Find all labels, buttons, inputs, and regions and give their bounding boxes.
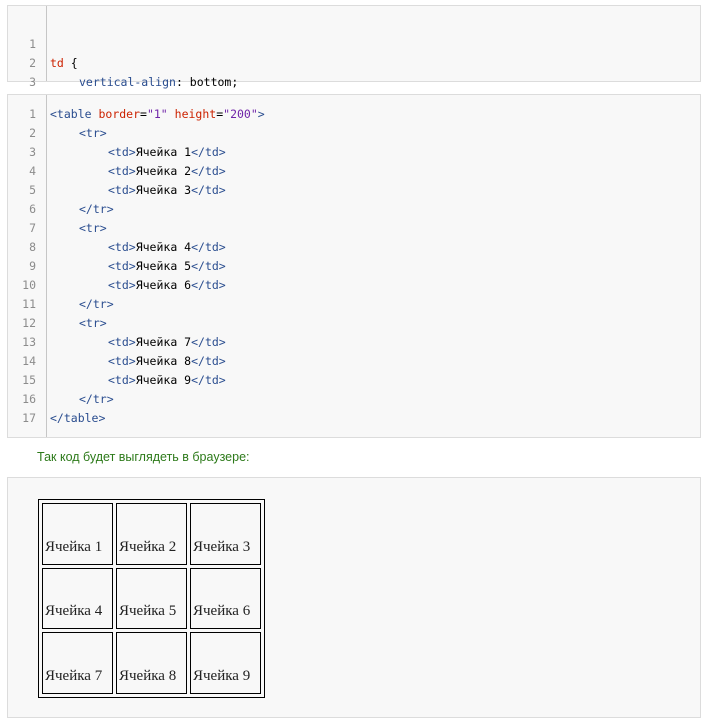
html-attribute: border	[98, 107, 141, 121]
line-number: 12	[22, 316, 36, 330]
html-tag: </tr>	[79, 297, 114, 311]
html-tag: </td>	[191, 240, 226, 254]
html-tag: <td>	[108, 145, 136, 159]
line-number: 13	[22, 335, 36, 349]
css-value: bottom;	[182, 75, 239, 89]
html-tag: </td>	[191, 145, 226, 159]
cell-text: Ячейка 5	[135, 259, 192, 273]
line-number: 3	[29, 75, 36, 89]
line-number: 2	[29, 126, 36, 140]
html-tag: <tr>	[79, 126, 107, 140]
code-line: 1 td {	[8, 16, 78, 70]
html-tag: </td>	[191, 183, 226, 197]
cell-text: Ячейка 3	[135, 183, 192, 197]
html-tag: </td>	[191, 259, 226, 273]
line-number: 16	[22, 392, 36, 406]
css-property: vertical-align	[79, 75, 176, 89]
line-number: 17	[22, 411, 36, 425]
html-tag: </tr>	[79, 392, 114, 406]
html-tag: </tr>	[79, 202, 114, 216]
line-number: 6	[29, 202, 36, 216]
cell-text: Ячейка 8	[135, 354, 192, 368]
cell-text: Ячейка 4	[135, 240, 192, 254]
css-code-block: 1 td { 2 vertical-align: bottom; 3 }	[7, 5, 701, 108]
equals-sign: =	[140, 107, 147, 121]
code-line: 2 vertical-align: bottom;	[8, 35, 238, 89]
html-tag: </table>	[50, 411, 106, 425]
cell-text: Ячейка 1	[135, 145, 192, 159]
table-cell: Ячейка 9	[190, 632, 261, 694]
line-number: 3	[29, 145, 36, 159]
html-code-block: 1<table border="1" height="200">2<tr>3<t…	[7, 94, 701, 438]
html-tag: <tr>	[79, 316, 107, 330]
line-number: 11	[22, 297, 36, 311]
line-number: 1	[29, 37, 36, 51]
line-number: 9	[29, 259, 36, 273]
open-brace: {	[63, 56, 78, 70]
table-cell: Ячейка 6	[190, 567, 261, 630]
html-tag: </td>	[191, 373, 226, 387]
html-tag: </td>	[191, 335, 226, 349]
line-number-gutter	[8, 6, 47, 81]
html-tag: <td>	[108, 164, 136, 178]
html-tag: <td>	[108, 373, 136, 387]
html-tag: </td>	[191, 278, 226, 292]
html-tag: <td>	[108, 183, 136, 197]
html-tag: </td>	[191, 354, 226, 368]
line-number: 8	[29, 240, 36, 254]
html-tag: >	[257, 107, 265, 121]
html-tag: <tr>	[79, 221, 107, 235]
line-number-gutter	[8, 95, 47, 437]
attribute-value: "1"	[146, 107, 175, 121]
html-tag: <td>	[108, 240, 136, 254]
line-number: 10	[22, 278, 36, 292]
html-tag: <table	[50, 107, 99, 121]
cell-text: Ячейка 9	[135, 373, 192, 387]
table-cell: Ячейка 7	[42, 632, 113, 694]
browser-preview-caption: Так код будет выглядеть в браузере:	[37, 450, 250, 464]
line-number: 1	[29, 107, 36, 121]
cell-text: Ячейка 7	[135, 335, 192, 349]
html-attribute: height	[174, 107, 217, 121]
line-number: 4	[29, 164, 36, 178]
line-number: 2	[29, 56, 36, 70]
css-selector: td	[50, 56, 64, 70]
line-number: 14	[22, 354, 36, 368]
line-number: 5	[29, 183, 36, 197]
table-cell: Ячейка 3	[190, 503, 261, 565]
line-number: 7	[29, 221, 36, 235]
html-tag: <td>	[108, 278, 136, 292]
table-cell: Ячейка 4	[42, 567, 113, 630]
cell-text: Ячейка 6	[135, 278, 192, 292]
html-tag: <td>	[108, 259, 136, 273]
table-cell: Ячейка 2	[116, 503, 187, 565]
line-number: 15	[22, 373, 36, 387]
table-cell: Ячейка 1	[42, 503, 113, 565]
html-tag: </td>	[191, 164, 226, 178]
attribute-value: "200"	[223, 107, 258, 121]
html-tag: <td>	[108, 354, 136, 368]
html-tag: <td>	[108, 335, 136, 349]
equals-sign: =	[216, 107, 224, 121]
table-cell: Ячейка 8	[116, 632, 187, 694]
colon: :	[175, 75, 183, 89]
code-line: 3 }	[8, 54, 57, 108]
cell-text: Ячейка 2	[135, 164, 192, 178]
table-cell: Ячейка 5	[116, 567, 187, 630]
